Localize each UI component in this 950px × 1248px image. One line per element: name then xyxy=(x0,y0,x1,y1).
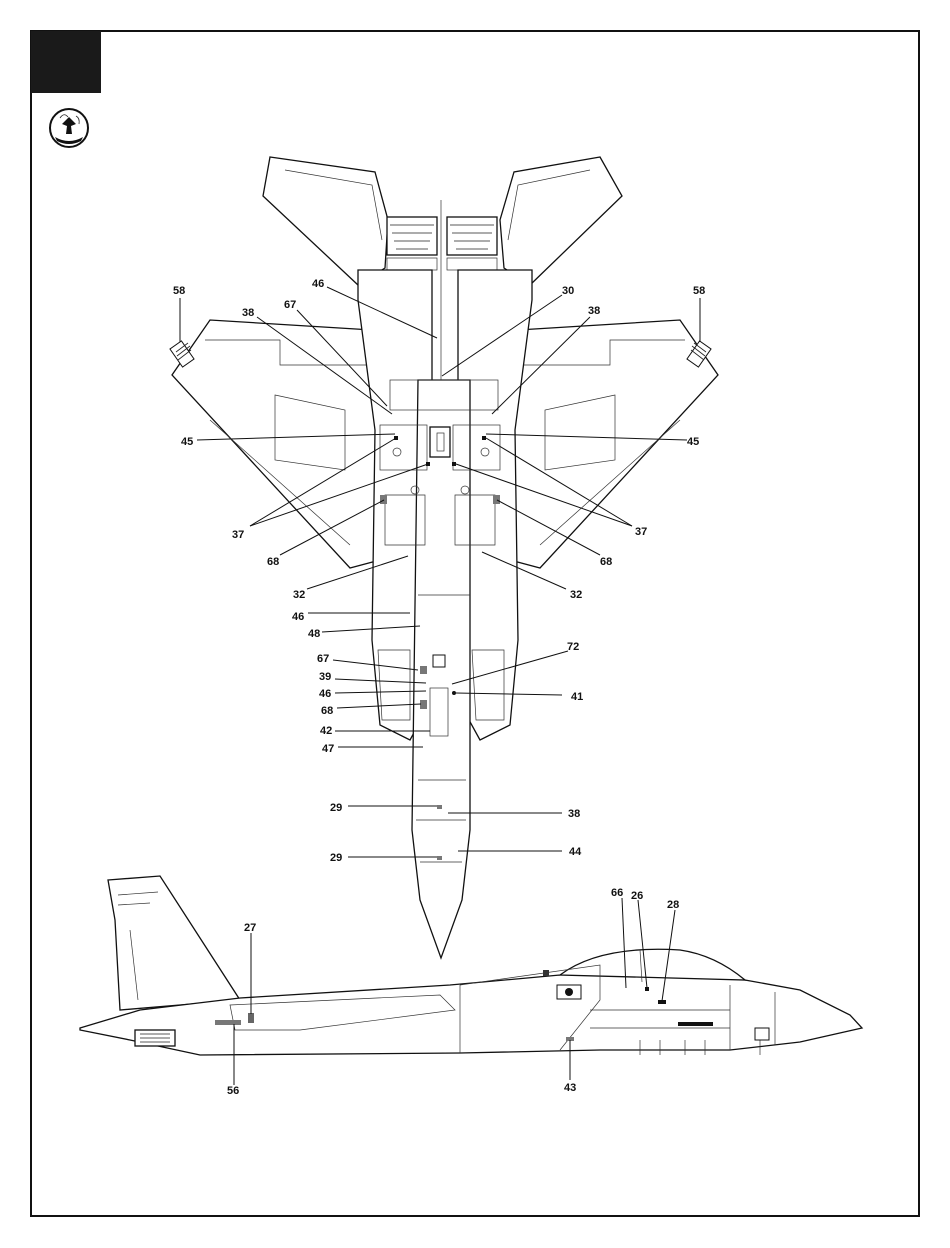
callout: 43 xyxy=(564,1082,576,1094)
callout: 32 xyxy=(570,589,582,601)
callout: 41 xyxy=(571,691,583,703)
callout: 66 xyxy=(611,887,623,899)
callout: 38 xyxy=(588,305,600,317)
callout: 58 xyxy=(173,285,185,297)
callout: 72 xyxy=(567,641,579,653)
callout: 38 xyxy=(568,808,580,820)
paint-brush-decal-icon xyxy=(50,109,88,147)
callout: 46 xyxy=(312,278,324,290)
callout: 47 xyxy=(322,743,334,755)
callout: 32 xyxy=(293,589,305,601)
callout: 45 xyxy=(181,436,193,448)
callout: 42 xyxy=(320,725,332,737)
callout: 39 xyxy=(319,671,331,683)
step-number-block xyxy=(31,31,101,93)
callout: 38 xyxy=(242,307,254,319)
callout: 37 xyxy=(635,526,647,538)
callout: 46 xyxy=(292,611,304,623)
callout: 37 xyxy=(232,529,244,541)
callout: 68 xyxy=(600,556,612,568)
aircraft-bottom-view xyxy=(170,157,718,958)
callout: 68 xyxy=(321,705,333,717)
callout: 46 xyxy=(319,688,331,700)
callout: 68 xyxy=(267,556,279,568)
callout: 67 xyxy=(317,653,329,665)
callout: 29 xyxy=(330,802,342,814)
callout: 45 xyxy=(687,436,699,448)
callout: 58 xyxy=(693,285,705,297)
callout: 48 xyxy=(308,628,320,640)
callout: 44 xyxy=(569,846,582,858)
callout: 29 xyxy=(330,852,342,864)
callout: 56 xyxy=(227,1085,239,1097)
callout: 27 xyxy=(244,922,256,934)
callout: 28 xyxy=(667,899,679,911)
callout: 30 xyxy=(562,285,574,297)
aircraft-side-view xyxy=(80,876,862,1055)
callout: 67 xyxy=(284,299,296,311)
callout: 26 xyxy=(631,890,643,902)
